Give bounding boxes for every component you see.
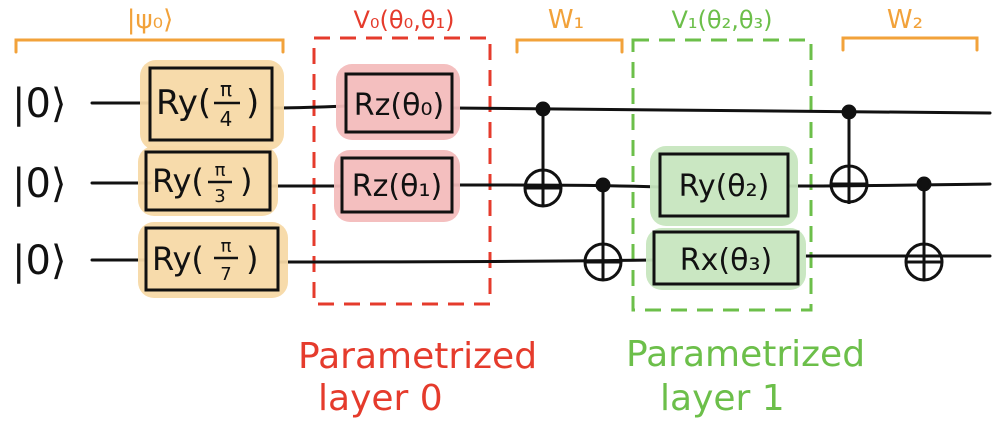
layer0-caption-line2: layer 0 <box>318 378 443 419</box>
bracket-psi0: |ψ₀⟩ <box>14 5 285 54</box>
cnot-2-target <box>583 242 623 282</box>
gate-ry-pi3-close: ) <box>240 162 252 200</box>
wire-0-seg-b <box>272 104 348 110</box>
gate-ry-theta2: Ry(θ₂) <box>650 146 798 226</box>
gate-rz-theta1: Rz(θ₁) <box>334 150 460 222</box>
cnot-1-target <box>523 168 563 208</box>
gate-ry-pi7-den: 7 <box>220 264 231 285</box>
gate-ry-pi7-close: ) <box>246 240 258 278</box>
layer1-caption-line1: Parametrized <box>626 334 865 375</box>
gate-rz-theta0-label: Rz(θ₀) <box>354 88 444 123</box>
gate-rx-theta3: Rx(θ₃) <box>646 228 806 290</box>
cnot-1-control <box>535 101 551 117</box>
bracket-psi0-label: |ψ₀⟩ <box>127 5 173 35</box>
cnot-2-control <box>595 177 611 193</box>
gate-ry-pi4-num: π <box>220 77 232 101</box>
ket-0-label: |0⟩ <box>12 81 67 127</box>
gate-ry-pi7: Ry( π 7 ) <box>138 222 288 298</box>
gate-ry-pi7-num: π <box>221 236 232 257</box>
bracket-w1-label: W₁ <box>548 5 584 35</box>
layer1-dashed-box <box>631 38 813 312</box>
gate-ry-pi4-close: ) <box>246 83 259 123</box>
gate-ry-pi7-base: Ry( <box>152 240 204 278</box>
gate-ry-pi3-den: 3 <box>214 186 225 207</box>
w1-entangler <box>523 101 623 282</box>
gate-ry-pi3: Ry( π 3 ) <box>138 146 278 216</box>
cnot-3-target <box>829 164 869 204</box>
bracket-w2-label: W₂ <box>887 5 923 35</box>
layer1-caption-line2: layer 1 <box>660 378 785 419</box>
v0-label: V₀(θ₀,θ₁) <box>353 6 454 34</box>
gate-ry-pi4: Ry( π 4 ) <box>140 60 284 150</box>
bracket-w2: W₂ <box>841 5 979 52</box>
gate-ry-pi3-num: π <box>215 160 226 181</box>
cnot-3-control <box>841 104 857 120</box>
layer0-caption-line1: Parametrized <box>298 336 537 377</box>
w2-entangler <box>829 104 944 282</box>
gate-ry-pi4-den: 4 <box>220 107 233 131</box>
gate-ry-pi4-base: Ry( <box>156 83 211 123</box>
v1-label: V₁(θ₂,θ₃) <box>671 6 772 34</box>
wire-1-seg-d <box>788 182 992 188</box>
cnot-4-target <box>904 242 944 282</box>
gate-ry-pi3-base: Ry( <box>152 162 204 200</box>
wire-0-seg-c <box>450 106 992 115</box>
gate-rz-theta1-label: Rz(θ₁) <box>352 169 442 204</box>
layer0-dashed-box <box>312 36 492 306</box>
cnot-4-control <box>916 176 932 192</box>
ket-2-label: |0⟩ <box>12 238 67 284</box>
gate-rx-theta3-label: Rx(θ₃) <box>680 243 772 278</box>
gate-ry-theta2-label: Ry(θ₂) <box>679 169 770 204</box>
ket-1-label: |0⟩ <box>12 161 67 207</box>
bracket-w1: W₁ <box>515 5 624 54</box>
gate-rz-theta0: Rz(θ₀) <box>336 64 460 140</box>
wire-1-seg-c <box>450 183 662 189</box>
